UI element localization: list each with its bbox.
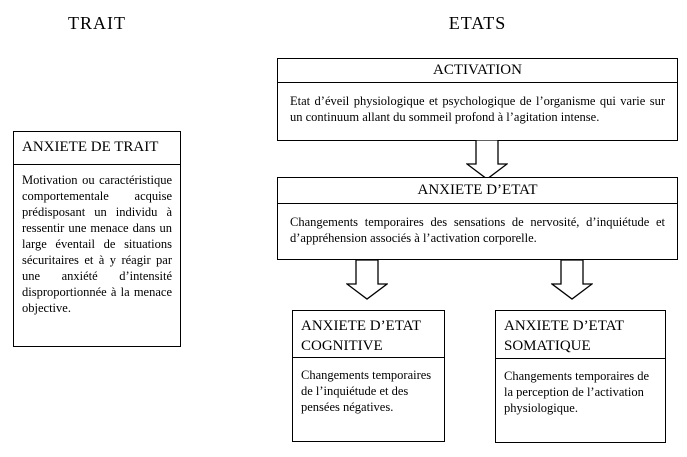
cognitive-state-anxiety-box-title: ANXIETE D’ETAT COGNITIVE: [293, 311, 444, 358]
cognitive-state-anxiety-box-body: Changements temporaires de l’inquiétude …: [301, 368, 432, 414]
activation-box-body: Etat d’éveil physiologique et psychologi…: [290, 94, 665, 124]
down-arrow-icon: [551, 260, 593, 300]
state-anxiety-box-title: ANXIETE D’ETAT: [278, 178, 677, 204]
somatic-state-anxiety-box-title: ANXIETE D’ETAT SOMATIQUE: [496, 311, 665, 359]
trait-anxiety-box: ANXIETE DE TRAIT Motivation ou caractéri…: [13, 131, 181, 347]
state-anxiety-box-body: Changements temporaires des sensations d…: [290, 215, 665, 245]
trait-anxiety-box-title: ANXIETE DE TRAIT: [14, 132, 180, 165]
column-heading-etats: ETATS: [448, 13, 507, 33]
somatic-state-anxiety-box: ANXIETE D’ETAT SOMATIQUE Changements tem…: [495, 310, 666, 443]
trait-anxiety-box-body: Motivation ou caractéristique comporteme…: [22, 173, 172, 315]
activation-box-title: ACTIVATION: [278, 59, 677, 83]
somatic-state-anxiety-box-body: Changements temporaires de la perception…: [504, 369, 650, 415]
column-heading-trait: TRAIT: [68, 13, 126, 33]
state-anxiety-box: ANXIETE D’ETAT Changements temporaires d…: [277, 177, 678, 260]
cognitive-state-anxiety-box: ANXIETE D’ETAT COGNITIVE Changements tem…: [292, 310, 445, 442]
down-arrow-icon: [466, 140, 508, 180]
down-arrow-icon: [346, 260, 388, 300]
activation-box: ACTIVATION Etat d’éveil physiologique et…: [277, 58, 678, 141]
